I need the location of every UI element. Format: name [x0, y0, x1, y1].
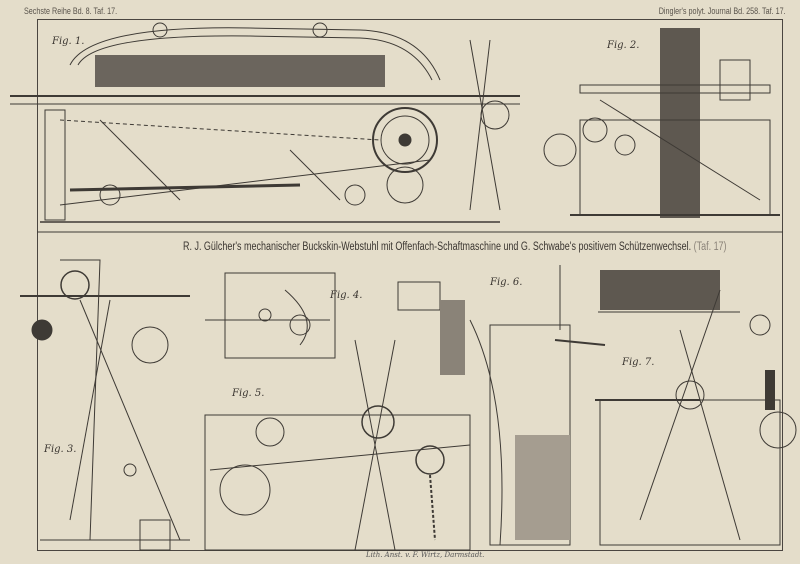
- fig6-drawing: [397, 265, 606, 546]
- fig5-drawing: [204, 339, 471, 551]
- fig-4-label: Fig. 4.: [330, 290, 363, 301]
- fig-3-label: Fig. 3.: [44, 444, 77, 455]
- fig-5-label: Fig. 5.: [232, 388, 265, 399]
- fig3-drawing: [20, 259, 190, 551]
- lithographer-imprint: Lith. Anst. v. F. Wirtz, Darmstadt.: [366, 551, 485, 559]
- plate-reference: (Taf. 17): [693, 241, 727, 253]
- fig-6-label: Fig. 6.: [490, 277, 523, 288]
- fig4-drawing: [205, 272, 336, 359]
- fig1-loom-drawing: [10, 22, 520, 223]
- fig2-loom-front-view: [543, 28, 780, 218]
- fig-2-label: Fig. 2.: [607, 40, 640, 51]
- fig-7-label: Fig. 7.: [622, 357, 655, 368]
- plate-title-text: R. J. Gülcher's mechanischer Buckskin-We…: [183, 241, 692, 253]
- fig-1-label: Fig. 1.: [52, 36, 85, 47]
- plate-header-left: Sechste Reihe Bd. 8. Taf. 17.: [24, 6, 118, 16]
- fig7-drawing: [595, 270, 797, 546]
- plate-header-right: Dingler's polyt. Journal Bd. 258. Taf. 1…: [659, 6, 786, 16]
- plate-title: R. J. Gülcher's mechanischer Buckskin-We…: [183, 241, 727, 253]
